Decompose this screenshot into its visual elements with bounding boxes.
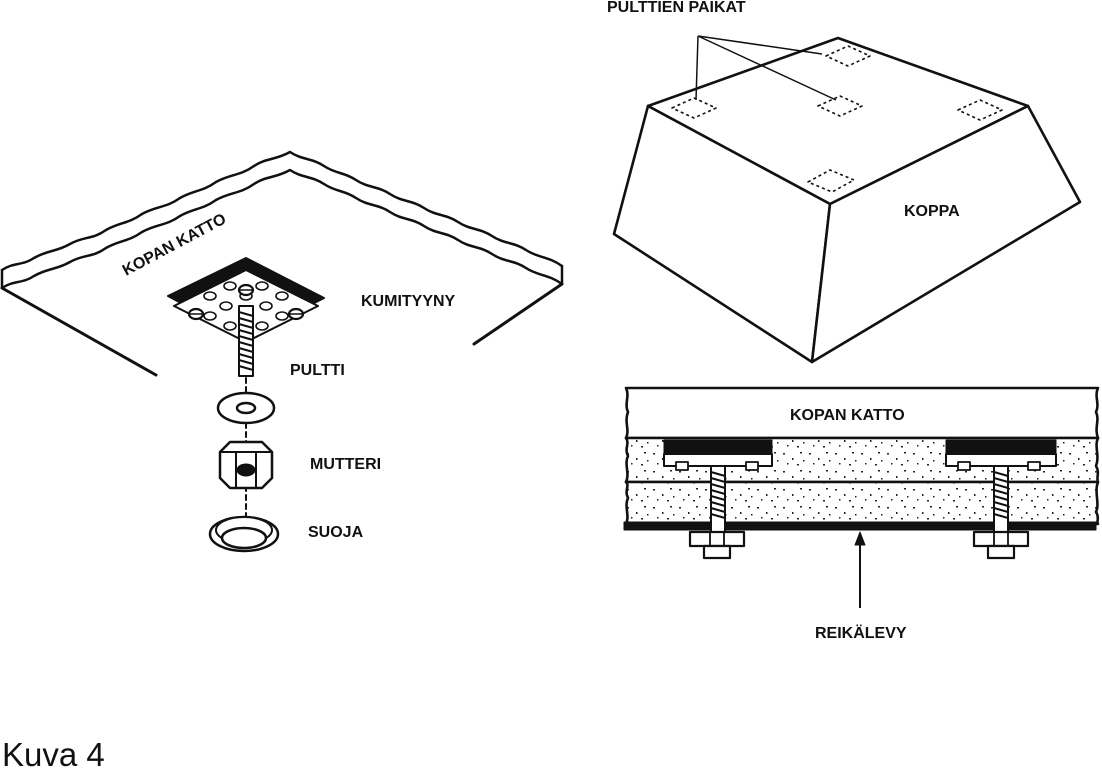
cross-section-drawing xyxy=(623,386,1100,608)
label-kopan-katto-section: KOPAN KATTO xyxy=(790,407,905,424)
figure-caption: Kuva 4 xyxy=(2,736,105,773)
section-mount-left xyxy=(663,439,773,560)
bolt-icon xyxy=(238,305,254,377)
label-kumityyny: KUMITYYNY xyxy=(361,293,456,310)
reikalevy-arrow xyxy=(854,531,866,608)
washer-icon xyxy=(216,391,276,425)
label-pultti: PULTTI xyxy=(290,362,345,379)
koppa-box-drawing xyxy=(612,35,1082,364)
label-kopan-katto-perspective: KOPAN KATTO xyxy=(120,211,229,280)
roof-edge-outer xyxy=(0,150,564,272)
pointer-lines xyxy=(695,35,837,101)
section-mount-right xyxy=(945,439,1057,560)
nut-icon xyxy=(218,440,274,490)
label-koppa: KOPPA xyxy=(904,203,960,220)
cap-icon xyxy=(208,515,280,553)
roof-edge-inner xyxy=(0,168,564,290)
label-reikalevy: REIKÄLEVY xyxy=(815,624,907,642)
roof-perspective-drawing xyxy=(0,150,564,553)
label-suoja: SUOJA xyxy=(308,524,364,541)
label-pulttien-paikat: PULTTIEN PAIKAT xyxy=(607,0,746,16)
label-mutteri: MUTTERI xyxy=(310,456,381,473)
bolt-positions-markers xyxy=(671,45,1003,193)
perforated-plate xyxy=(623,521,1097,531)
koppa-right-face xyxy=(810,104,1082,364)
